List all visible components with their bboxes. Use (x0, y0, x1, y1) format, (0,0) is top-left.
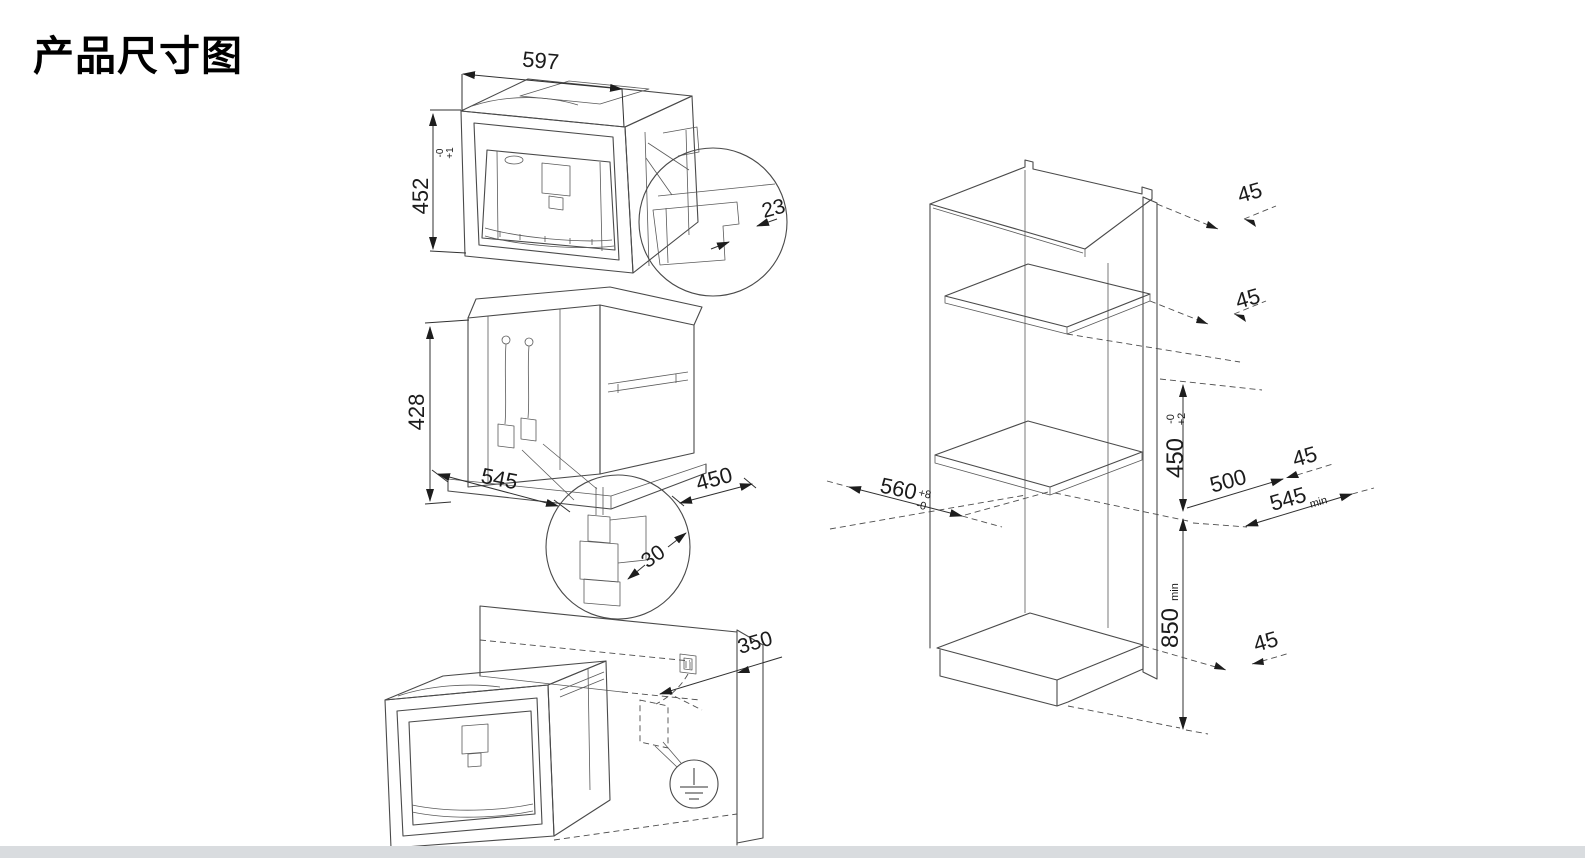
cabinet-view-drawing: 45 45 450 +2 -0 500 (826, 159, 1375, 735)
dim-front-width: 597 (461, 46, 625, 128)
front-view-drawing: 597 452 +1 -0 23 (408, 46, 788, 297)
plug-detail-circle: 30 (521, 443, 691, 620)
earth-ground-icon (654, 741, 719, 809)
clearance-shelf-label: 45 (1232, 283, 1262, 314)
niche-height-tol-lower: -0 (1165, 414, 1177, 424)
front-height-tol-upper: +1 (445, 147, 456, 159)
dim-front-height: 452 +1 -0 (408, 109, 467, 254)
niche-height-tol-upper: +2 (1176, 413, 1188, 426)
niche-width-tol-lower: -0 (915, 499, 927, 513)
dim-rear-height: 428 (404, 319, 470, 505)
dim-niche-height: 450 +2 -0 (1054, 378, 1263, 528)
rear-depth-label: 545 (479, 463, 520, 495)
dim-rear-depth: 545 (431, 463, 571, 513)
height-min-unit: min (1169, 583, 1181, 601)
depth-min-label: 545 (1267, 482, 1309, 516)
footer-bar (0, 846, 1585, 858)
rear-view-drawing: 428 545 450 (404, 286, 757, 620)
clearance-rear-label: 45 (1289, 441, 1319, 472)
power-socket-icon (679, 653, 697, 675)
dim-rear-width: 450 (671, 462, 757, 507)
niche-width-label: 560 (878, 473, 919, 505)
installed-view-drawing: 350 (384, 605, 783, 849)
clearance-bottom-label: 45 (1250, 626, 1280, 657)
dim-clearance-top: 45 (1156, 177, 1277, 230)
power-plug-icon (579, 487, 647, 607)
depth-min-unit: min (1308, 494, 1328, 510)
rear-height-label: 428 (404, 394, 429, 431)
niche-depth-label: 500 (1207, 464, 1249, 498)
dim-height-min: 850 min (1067, 518, 1209, 735)
dim-niche-width: 560 +8 -0 (826, 473, 1049, 530)
clearance-top-label: 45 (1234, 177, 1264, 208)
page-title: 产品尺寸图 (33, 33, 243, 79)
height-min-label: 850 (1157, 608, 1184, 648)
dim-socket-offset: 350 (659, 627, 783, 695)
niche-width-tol-upper: +8 (917, 487, 932, 501)
front-height-label: 452 (408, 178, 433, 215)
dim-depth-min: 545 min (1245, 482, 1375, 527)
front-height-tol-lower: -0 (435, 148, 446, 157)
niche-height-label: 450 (1162, 438, 1189, 478)
door-overhang-detail-circle: 23 (638, 142, 788, 297)
front-width-label: 597 (521, 46, 560, 74)
